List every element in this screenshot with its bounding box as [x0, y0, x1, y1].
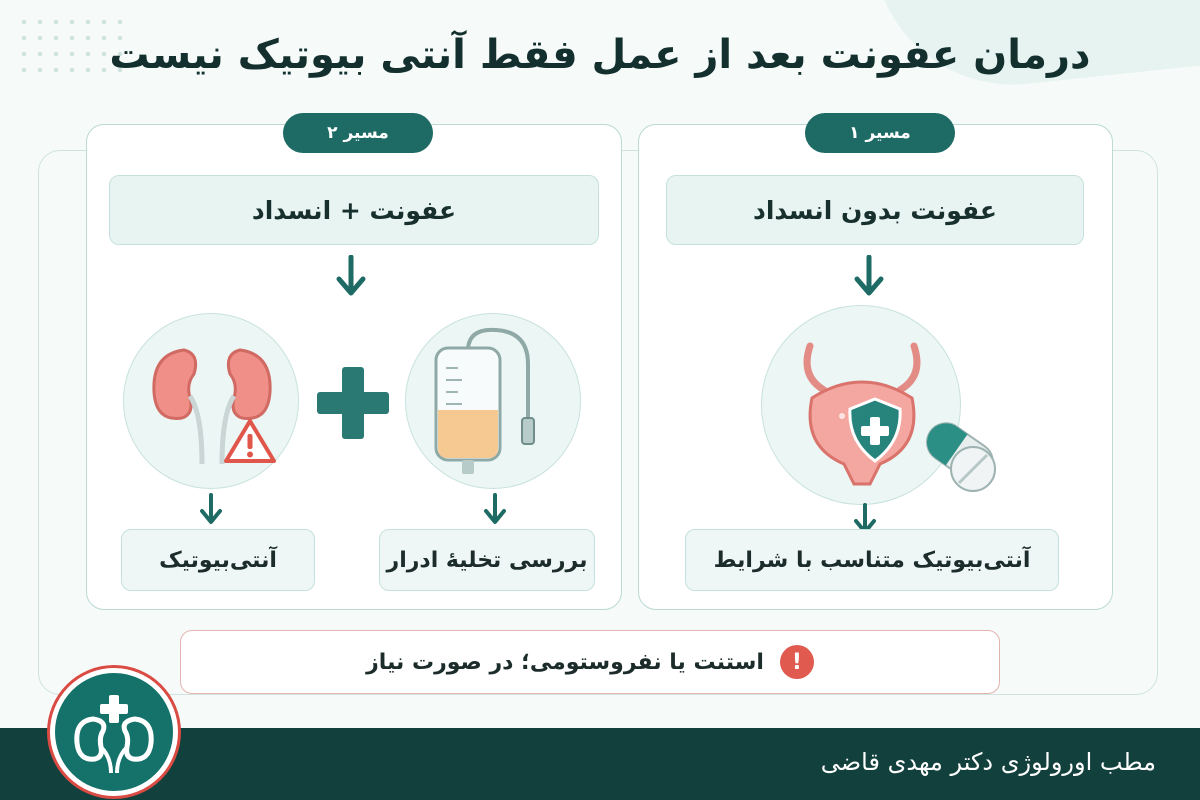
footer-bar [0, 728, 1200, 800]
path1-badge: مسیر ۱ [805, 113, 955, 153]
plus-icon [317, 367, 389, 439]
path2-result-drainage: بررسی تخلیهٔ ادرار [379, 529, 595, 591]
urine-bag-illustration [405, 313, 581, 489]
path1-result: آنتی‌بیوتیک متناسب با شرایط [685, 529, 1059, 591]
warning-icon [224, 419, 276, 463]
note-text: استنت یا نفروستومی؛ در صورت نیاز [366, 649, 764, 675]
kidney-logo-icon [74, 695, 154, 774]
pills-icon [926, 422, 996, 492]
urine-bag-icon [434, 327, 535, 474]
down-arrow-icon [336, 255, 366, 296]
path2-badge: مسیر ۲ [283, 113, 433, 153]
down-arrow-icon [200, 493, 222, 524]
path2-panel: مسیر ۲ عفونت + انسداد [86, 113, 622, 610]
down-arrow-icon [854, 255, 884, 296]
note-box: ! استنت یا نفروستومی؛ در صورت نیاز [180, 630, 1000, 694]
path2-result-antibiotic: آنتی‌بیوتیک [121, 529, 315, 591]
path1-panel: مسیر ۱ عفونت بدون انسداد آنتی‌بیوت [638, 113, 1113, 610]
page-title: درمان عفونت بعد از عمل فقط آنتی بیوتیک ن… [109, 32, 1091, 78]
path2-heading: عفونت + انسداد [109, 175, 599, 245]
path1-heading: عفونت بدون انسداد [666, 175, 1084, 245]
exclamation-icon: ! [779, 645, 814, 679]
kidneys-icon [152, 348, 272, 465]
footer-text: مطب اورولوژی دکتر مهدی قاضی [820, 748, 1156, 776]
decorative-dots [16, 14, 126, 84]
shield-icon [848, 397, 902, 463]
down-arrow-icon [484, 493, 506, 524]
clinic-logo [50, 668, 178, 796]
